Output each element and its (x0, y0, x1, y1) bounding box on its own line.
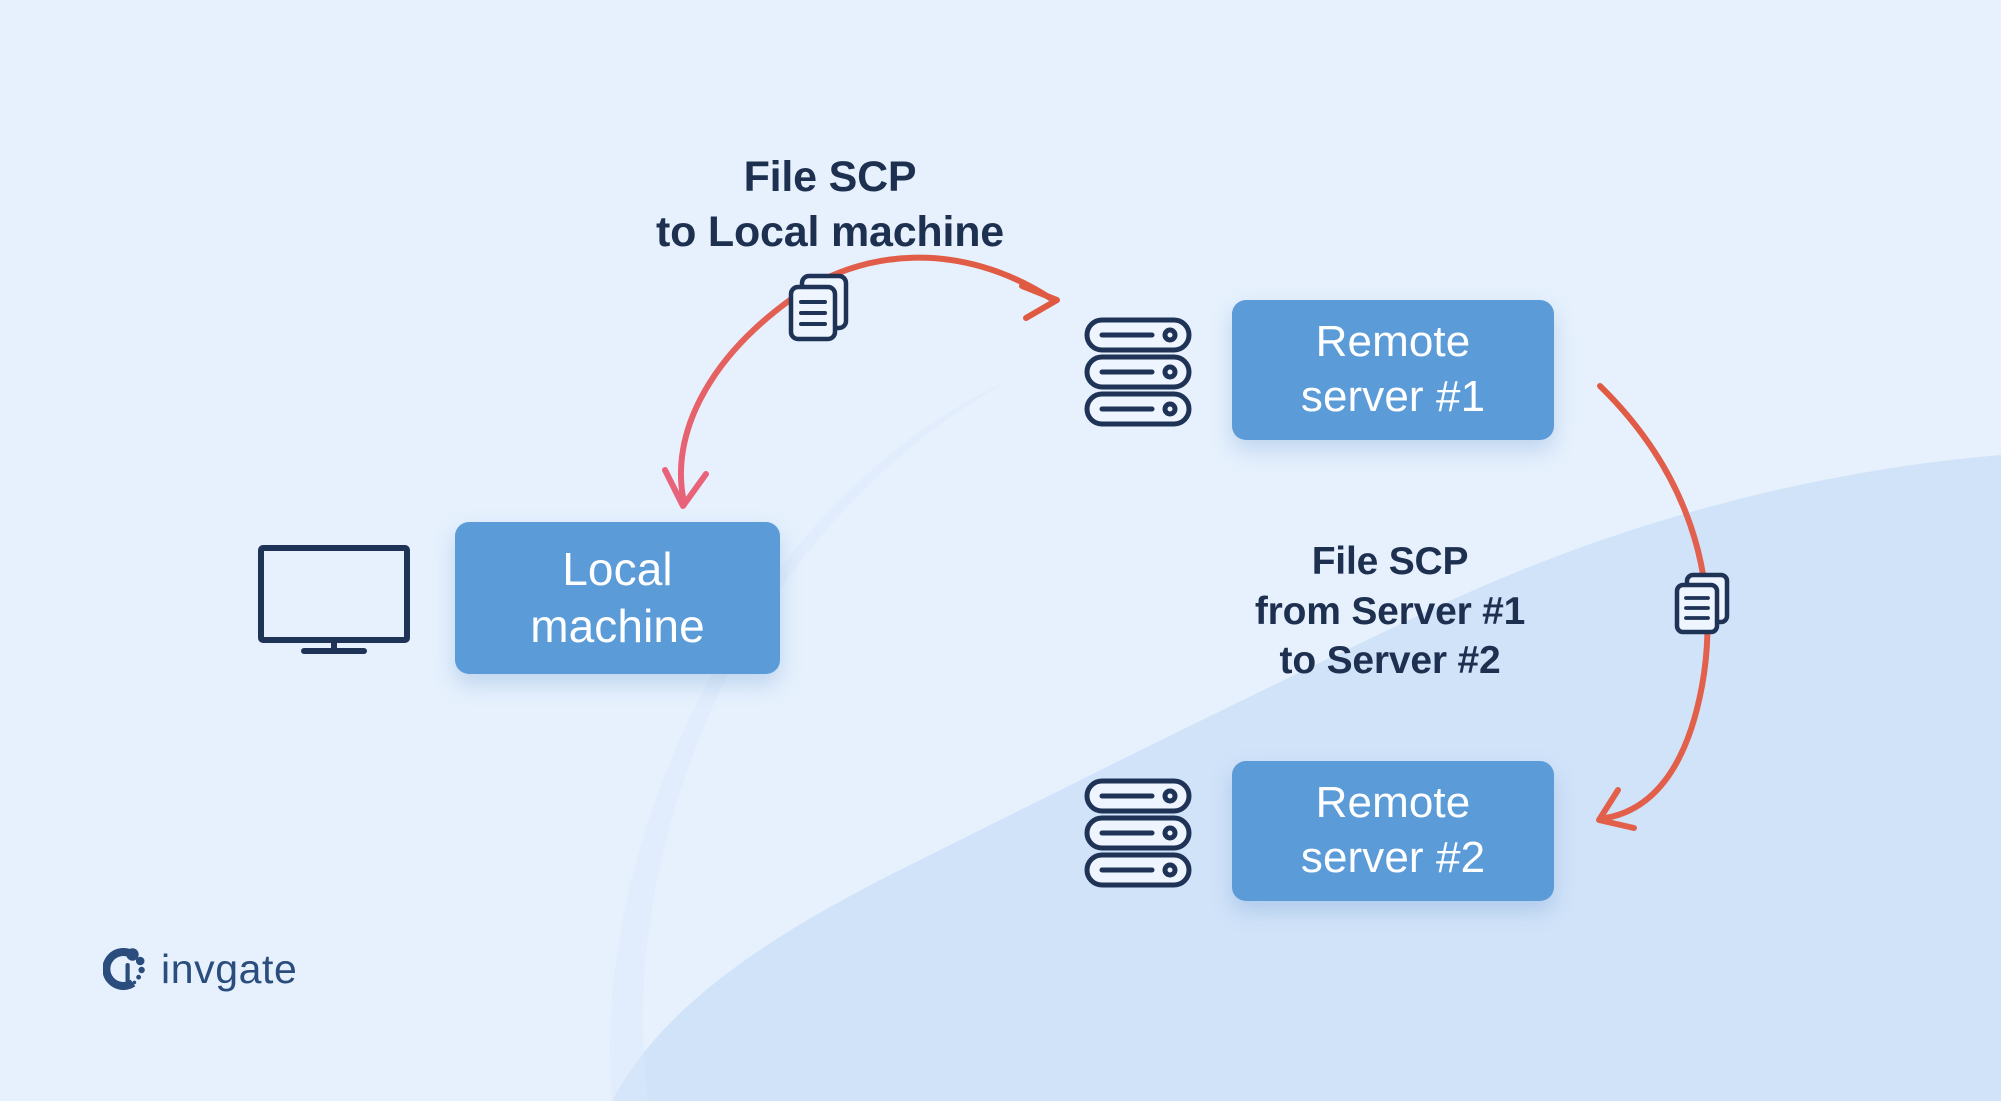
logo-arc (103, 948, 136, 990)
document-text-lines (799, 300, 827, 326)
node-remote-server-2[interactable]: Remote server #2 (1232, 761, 1554, 901)
monitor-screen (258, 545, 410, 643)
logo-dot-6 (128, 984, 132, 988)
caption-scp-to-local-machine: File SCP to Local machine (655, 153, 1005, 256)
invgate-logo-icon (103, 946, 147, 992)
logo-dot-1 (126, 948, 139, 961)
brand-logo: invgate (103, 946, 297, 992)
logo-dot-2 (135, 956, 145, 966)
document-text-lines (1684, 596, 1710, 620)
server-stack-icon (1084, 317, 1192, 427)
logo-dot-7 (124, 986, 127, 989)
brand-name: invgate (161, 945, 298, 992)
documents-icon (786, 273, 854, 343)
monitor-icon (258, 545, 410, 655)
logo-dot-3 (138, 966, 145, 974)
node-local-machine[interactable]: Local machine (455, 522, 780, 674)
caption-scp-server1-to-server2: File SCP from Server #1 to Server #2 (1254, 540, 1526, 683)
server-stack-icon (1084, 778, 1192, 888)
documents-icon (1672, 572, 1734, 636)
logo-dot-4 (136, 974, 141, 980)
node-remote-server-1[interactable]: Remote server #1 (1232, 300, 1554, 440)
logo-dot-5 (132, 980, 137, 985)
background-blob-accent (609, 380, 1010, 1101)
logo-bar (125, 963, 130, 984)
